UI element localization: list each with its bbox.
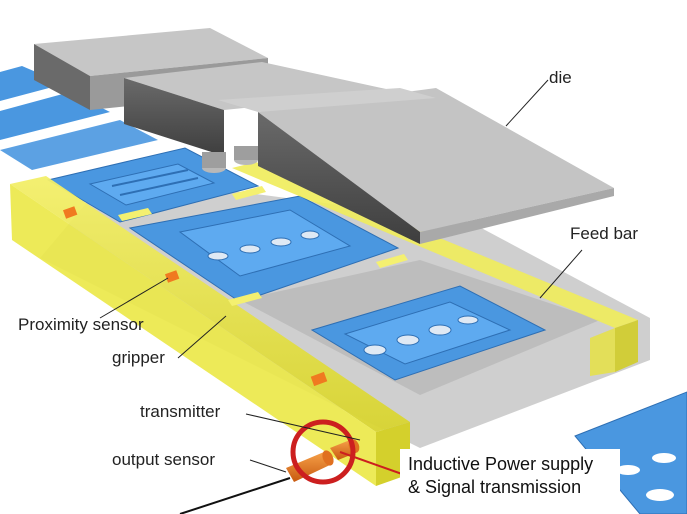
feed-bar-left xyxy=(10,176,410,486)
die-block xyxy=(34,28,614,244)
outgoing-strip xyxy=(574,391,687,514)
leader-lines xyxy=(99,79,583,475)
transmitter-label: transmitter xyxy=(140,402,221,421)
part-station-2 xyxy=(128,195,400,303)
die-label: die xyxy=(549,68,572,87)
proximity-sensors xyxy=(62,206,328,387)
output-sensor-label: output sensor xyxy=(112,450,216,469)
part-station-3 xyxy=(310,285,547,381)
callout-line-2: & Signal transmission xyxy=(408,477,582,497)
highlight-circle xyxy=(290,419,356,485)
inductive-power-callout: Inductive Power supply & Signal transmis… xyxy=(400,449,620,503)
feed-bar-right xyxy=(232,162,638,376)
callout-line-1: Inductive Power supply xyxy=(408,454,594,474)
proximity-sensor-label: Proximity sensor xyxy=(18,315,144,334)
feed-bar-label: Feed bar xyxy=(570,224,639,243)
gripper-label: gripper xyxy=(112,348,165,367)
